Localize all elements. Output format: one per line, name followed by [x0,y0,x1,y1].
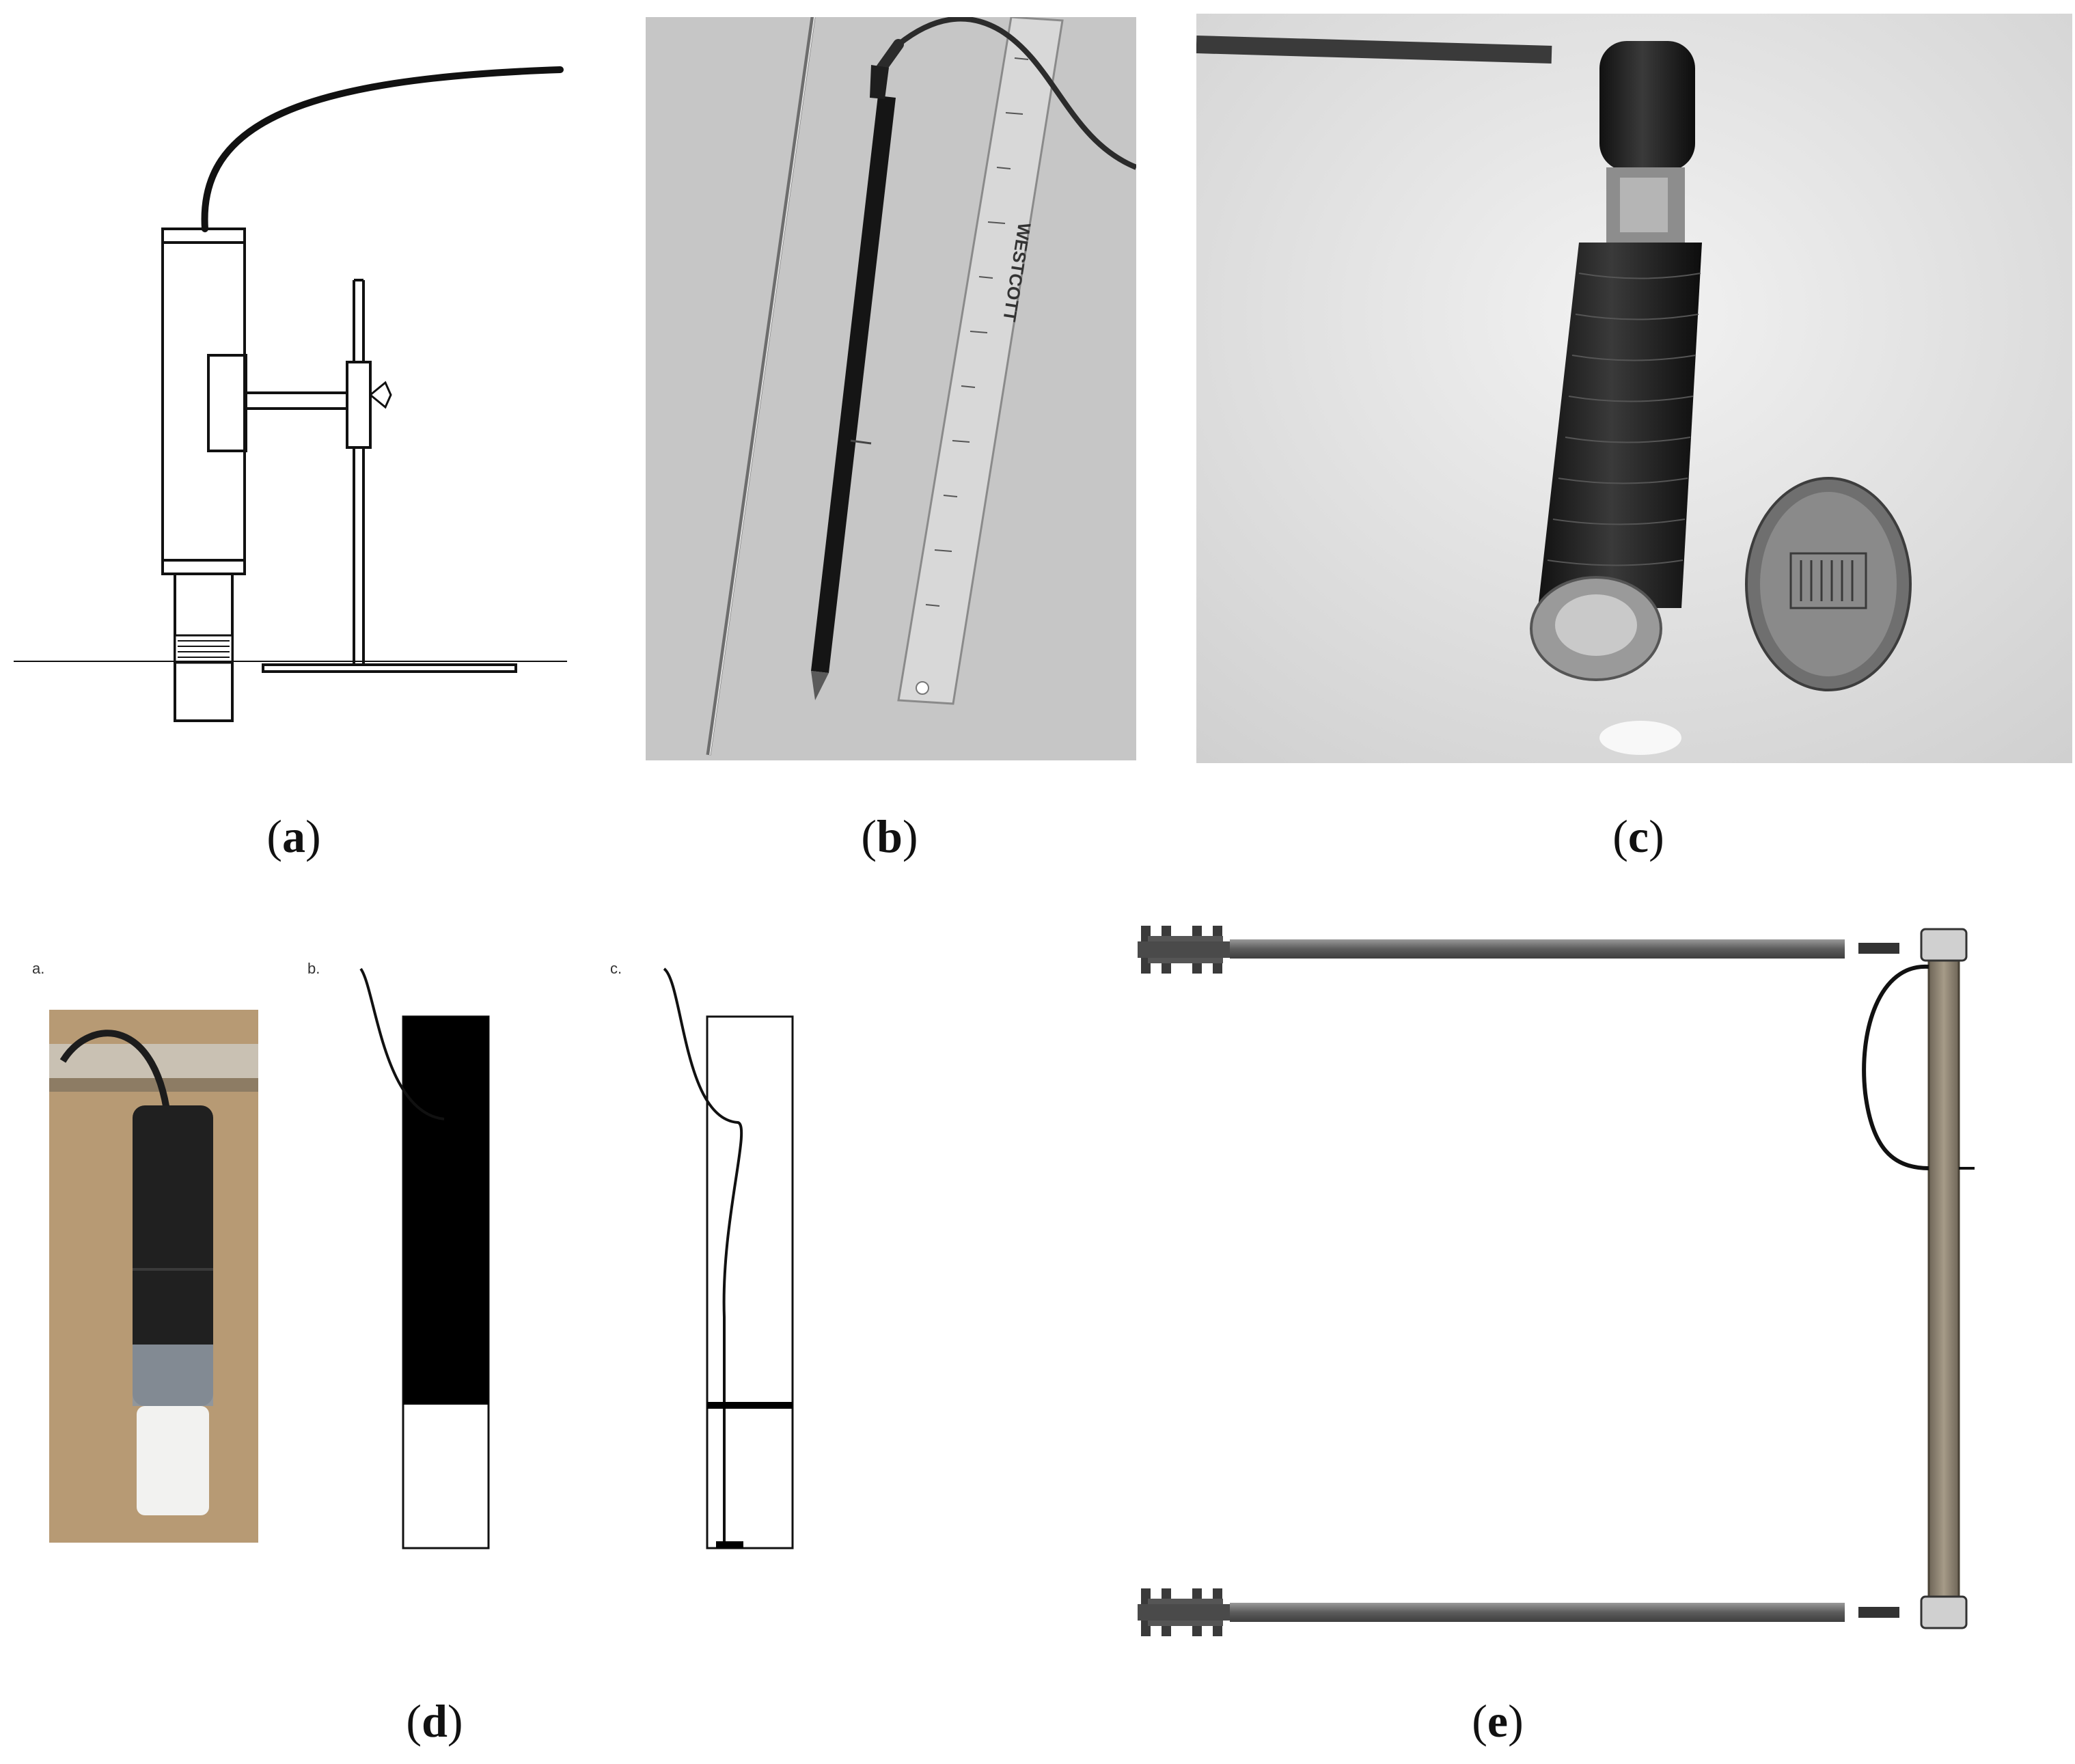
caption-d: (d) [406,1695,463,1747]
panel-d-sublabel-c: c. [610,960,622,977]
caption-e: (e) [1472,1695,1524,1747]
panel-d-schematic-c [656,962,803,1556]
panel-c-photo [1196,14,2072,763]
panel-d-photo [49,1010,258,1543]
panel-d-schematic-b [355,962,502,1556]
top-clamp [1138,926,1233,974]
caption-c: (c) [1612,810,1664,862]
caption-b: (b) [861,810,918,862]
panel-b-photo: WESTCOTT [646,17,1136,760]
panel-e-drawing [1134,915,2057,1653]
bottom-clamp [1138,1588,1233,1636]
panel-a-drawing [14,55,574,738]
panel-d-sublabel-b: b. [307,960,320,977]
panel-d-sublabel-a: a. [32,960,45,977]
caption-a: (a) [266,810,321,862]
